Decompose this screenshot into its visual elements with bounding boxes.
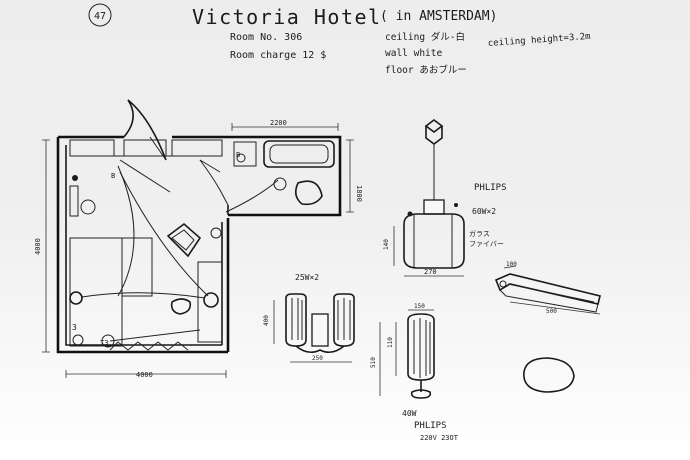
wall-lamp-width-dim: 250 [312,355,323,362]
wall-lamp-sketch: 25W×2 400 250 [263,273,355,363]
floor-plan: B B 3 T3 2200 1 [34,99,363,379]
strip-light-length: 500 [546,308,557,315]
pendant-brand: PHLIPS [474,183,507,193]
oval-fixture-sketch [523,357,575,393]
ceiling-height-note: ceiling height=3.2m [488,32,591,49]
sheet-location: ( in AMSTERDAM) [380,9,497,24]
plan-label-t3: T3 [100,339,108,347]
ceiling-note: ceiling ダル-白 [385,31,465,43]
pendant-note-fiber: ファイバー [469,240,504,248]
pendant-lamp-sketch: 270 140 PHLIPS 60W×2 ガラス ファイバー [383,119,507,277]
floor-lamp-shade-width: 150 [414,303,425,310]
plan-label-b: B [111,172,115,180]
floor-lamp-shade-height: 110 [387,337,394,348]
room-width-dim: 4000 [136,371,153,379]
pendant-wattage: 60W×2 [472,207,496,216]
bath-height-dim: 1800 [355,185,363,202]
plan-label-b2: B [236,151,240,159]
floor-lamp-brand: PHLIPS [414,421,447,431]
room-number: Room No. 306 [230,32,302,43]
pendant-note-glass: ガラス [469,229,490,238]
wall-lamp-height-dim: 400 [263,315,270,326]
sheet-title: Victoria Hotel [192,5,382,29]
bath-width-dim: 2200 [270,119,287,127]
plan-label-3: 3 [72,323,77,332]
wall-lamp-wattage: 25W×2 [295,273,319,282]
floor-lamp-note: 220V 23OT [420,434,459,442]
wall-note: wall white [385,48,442,59]
room-charge: Room charge 12 $ [230,50,326,61]
floor-lamp-sketch: 150 110 510 40W PHLIPS 220V 23OT [370,303,459,442]
page-number: 47 [94,11,106,22]
floor-lamp-wattage: 40W [402,409,417,418]
page-number-badge: 47 [88,3,112,27]
pendant-height-dim: 140 [383,239,390,250]
floor-lamp-height: 510 [370,357,377,368]
floor-note: floor あおブルー [385,64,467,76]
pendant-width-dim: 270 [424,268,437,276]
strip-light-sketch: 100 500 [494,261,601,315]
room-height-dim: 4000 [34,238,42,255]
strip-light-depth: 100 [506,261,517,268]
